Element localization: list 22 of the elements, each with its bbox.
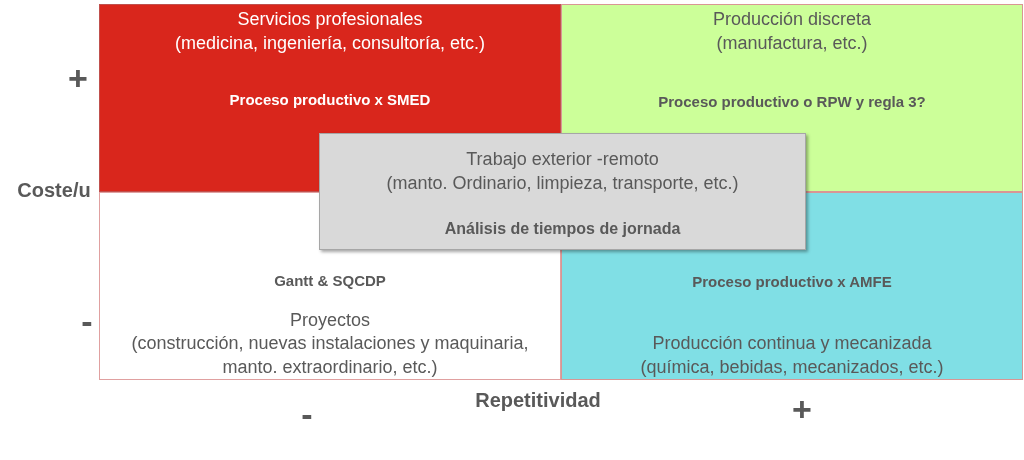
overlay-panel xyxy=(319,133,806,250)
plus-sign: + xyxy=(68,61,88,95)
category-examples: (medicina, ingeniería, consultoría, etc.) xyxy=(174,32,486,55)
category-title: Trabajo exterior -remoto xyxy=(466,148,659,171)
category-examples: (química, bebidas, mecanizados, etc.) xyxy=(640,356,944,379)
method-label: Gantt & SQCDP xyxy=(274,272,386,290)
method-label: Proceso productivo o RPW y regla 3? xyxy=(658,93,926,111)
method-label: Proceso productivo x SMED xyxy=(229,91,431,109)
minus-sign: - xyxy=(81,304,93,338)
category-examples: (manufactura, etc.) xyxy=(716,32,868,55)
minus-sign: - xyxy=(301,397,313,431)
axis-title: Repetitividad xyxy=(475,390,601,410)
category-title: Servicios profesionales xyxy=(237,8,423,31)
category-examples: (construcción, nuevas instalaciones y maquinaria, manto. extraordinario, etc.) xyxy=(130,332,530,379)
method-label: Proceso productivo x AMFE xyxy=(692,273,892,291)
category-examples: (manto. Ordinario, limpieza, transporte, etc.) xyxy=(386,172,739,195)
plus-sign: + xyxy=(792,392,812,426)
category-title: Producción continua y mecanizada xyxy=(652,332,932,355)
method-label: Análisis de tiempos de jornada xyxy=(444,219,681,239)
axis-title: Coste/u xyxy=(17,180,91,200)
category-title: Producción discreta xyxy=(712,8,872,31)
category-title: Proyectos xyxy=(289,309,370,332)
